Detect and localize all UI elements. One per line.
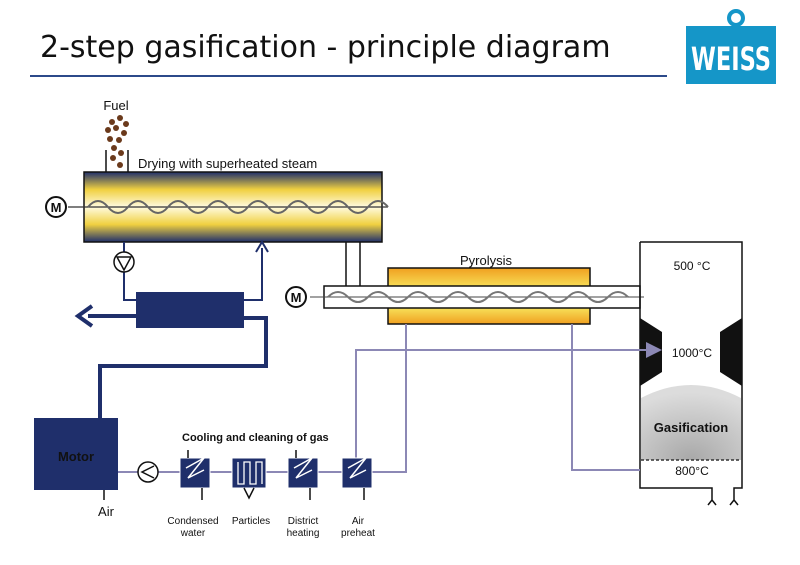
motor-exhaust-line	[98, 316, 268, 418]
preheated-air-line	[355, 342, 662, 466]
temp-500-label: 500 °C	[674, 259, 711, 273]
pyrolysis-label: Pyrolysis	[460, 253, 513, 268]
reactor-throat-left	[640, 318, 662, 386]
gas-recirculation-line	[571, 324, 640, 471]
dryer-motor-symbol: M	[51, 200, 62, 215]
district-heating-label-2: heating	[287, 528, 320, 539]
fuel-chute	[105, 150, 129, 172]
exhaust-arrow	[74, 304, 94, 328]
svg-text:WEISS: WEISS	[691, 40, 771, 78]
product-gas-line	[376, 324, 407, 473]
air-label: Air	[98, 504, 115, 519]
pyrolysis-screw	[327, 291, 629, 303]
reactor-throat-right	[720, 318, 742, 386]
char-bed	[641, 385, 741, 460]
title-underline	[30, 75, 667, 77]
gas-motor-block	[34, 418, 118, 490]
weiss-logo: WEISS	[686, 9, 776, 84]
air-preheat-label-2: preheat	[341, 528, 375, 539]
condensed-label: Condensed	[167, 516, 218, 527]
dryer-screw	[87, 200, 389, 214]
temp-800-label: 800°C	[675, 464, 709, 478]
air-preheat-label: Air	[352, 516, 365, 527]
cooling-label: Cooling and cleaning of gas	[182, 432, 329, 444]
pyrolysis-motor-symbol: M	[291, 290, 302, 305]
drying-label: Drying with superheated steam	[138, 156, 317, 171]
district-heating-unit	[287, 450, 319, 500]
particles-label: Particles	[232, 516, 270, 527]
motor-label: Motor	[58, 449, 94, 464]
reactor-wall-right	[640, 241, 743, 506]
air-preheat-unit	[341, 457, 373, 500]
gasification-label: Gasification	[654, 420, 728, 435]
dryer-to-pyrolysis-chute	[345, 242, 361, 286]
steam-arrow-up	[255, 240, 269, 253]
dryer-motor-icon	[45, 196, 67, 218]
condensed-label-2: water	[180, 528, 206, 539]
fuel-particles	[105, 115, 129, 168]
steam-heat-exchanger	[136, 292, 244, 328]
particle-filter-unit	[231, 457, 267, 500]
temp-1000-label: 1000°C	[672, 346, 712, 360]
pyrolysis-motor-icon	[285, 286, 307, 308]
district-heating-label: District	[288, 516, 319, 527]
blower-arrow	[140, 465, 155, 479]
fuel-label: Fuel	[103, 98, 128, 113]
page-title: 2-step gasification - principle diagram	[40, 30, 611, 65]
condenser-unit	[179, 450, 211, 500]
steam-return-line	[123, 242, 136, 301]
pump-triangle	[115, 256, 133, 272]
steam-supply-line	[244, 248, 263, 301]
